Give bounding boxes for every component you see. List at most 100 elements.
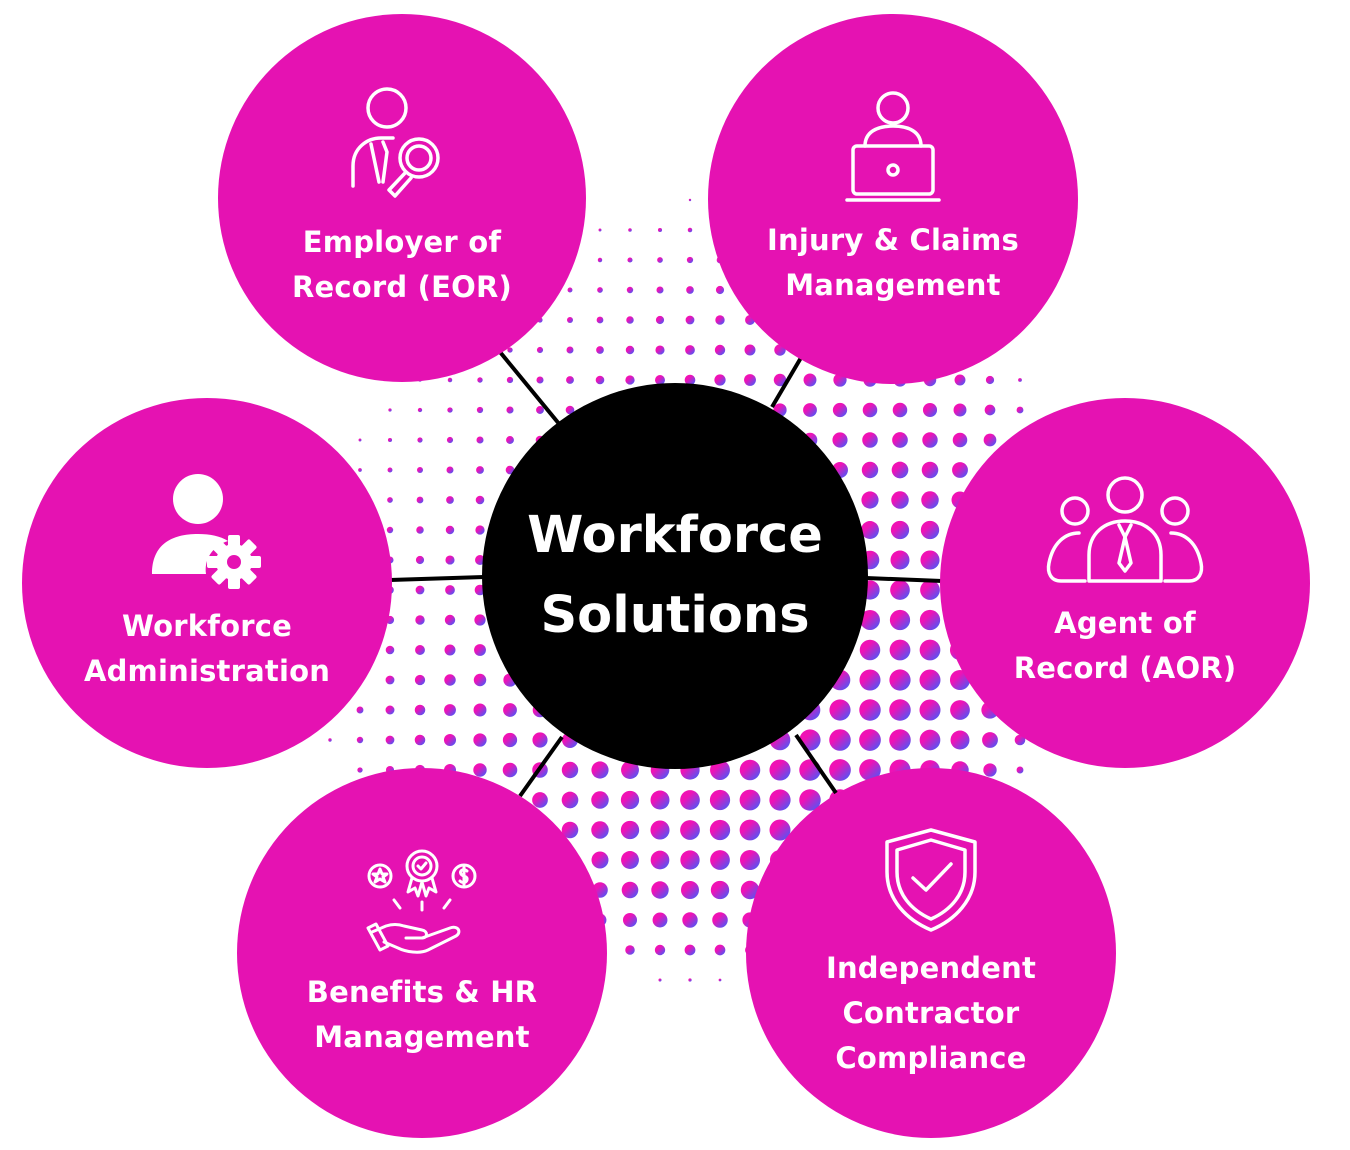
- halftone-dot: [861, 521, 879, 539]
- halftone-dot: [414, 704, 426, 716]
- halftone-dot: [744, 374, 756, 386]
- node-label: Independent Contractor Compliance: [825, 950, 1037, 1075]
- halftone-dot: [920, 520, 940, 540]
- halftone-dot: [739, 819, 761, 841]
- node-injury-claims-management: Injury & Claims Management: [708, 14, 1078, 384]
- shield-check-icon: [885, 827, 977, 932]
- node-label: Benefits & HR Management: [306, 975, 538, 1054]
- halftone-dot: [983, 763, 997, 777]
- halftone-dot: [566, 376, 574, 384]
- connector-eor: [498, 350, 562, 427]
- halftone-dot: [566, 346, 574, 354]
- halftone-dot: [475, 495, 485, 505]
- halftone-dot: [591, 791, 609, 809]
- halftone-dot: [890, 550, 910, 570]
- halftone-dot: [476, 436, 484, 444]
- halftone-dot: [680, 820, 700, 840]
- node-independent-contractor-compliance: Independent Contractor Compliance: [746, 768, 1116, 1138]
- halftone-dot: [739, 789, 761, 811]
- halftone-dot: [358, 468, 362, 472]
- connector-benefits: [518, 735, 564, 798]
- halftone-dot: [596, 316, 604, 324]
- node-label: Workforce Administration: [83, 609, 331, 688]
- halftone-dot: [739, 759, 761, 781]
- halftone-dot: [561, 761, 579, 779]
- halftone-dot: [474, 614, 486, 626]
- halftone-dot: [625, 345, 635, 355]
- halftone-dot: [621, 881, 639, 899]
- halftone-dot: [626, 286, 634, 294]
- halftone-dot: [507, 347, 513, 353]
- node-agent-of-record: Agent of Record (AOR): [940, 398, 1310, 768]
- halftone-dot: [652, 912, 668, 928]
- halftone-dot: [502, 762, 518, 778]
- halftone-dot: [1016, 406, 1024, 414]
- halftone-dot: [919, 639, 941, 661]
- halftone-dot: [655, 315, 665, 325]
- halftone-dot: [829, 759, 851, 781]
- halftone-dot: [473, 703, 487, 717]
- halftone-dot: [414, 674, 426, 686]
- halftone-dot: [597, 257, 603, 263]
- halftone-dot: [681, 881, 699, 899]
- halftone-dot: [625, 375, 635, 385]
- halftone-dot: [954, 374, 966, 386]
- halftone-dot: [474, 644, 486, 656]
- halftone-dot: [655, 345, 665, 355]
- halftone-dot: [506, 436, 514, 444]
- halftone-dot: [982, 732, 998, 748]
- halftone-dot: [891, 461, 909, 479]
- halftone-dot: [626, 316, 634, 324]
- halftone-dot: [591, 761, 609, 779]
- halftone-dot: [561, 791, 579, 809]
- halftone-dot: [654, 944, 666, 956]
- halftone-dot: [328, 738, 332, 742]
- halftone-dot: [687, 227, 693, 233]
- person-laptop-icon: [845, 91, 941, 202]
- halftone-dot: [625, 945, 635, 955]
- halftone-dot: [591, 851, 609, 869]
- connector-ic: [794, 733, 838, 795]
- halftone-dot: [532, 732, 548, 748]
- halftone-dot: [710, 760, 730, 780]
- halftone-dot: [506, 376, 514, 384]
- halftone-dot: [655, 375, 665, 385]
- node-label: Agent of Record (AOR): [1013, 606, 1237, 685]
- halftone-dot: [920, 550, 940, 570]
- halftone-dot: [829, 699, 851, 721]
- halftone-dot: [829, 729, 851, 751]
- halftone-dot: [597, 287, 603, 293]
- halftone-dot: [889, 699, 911, 721]
- halftone-dot: [688, 978, 692, 982]
- halftone-dot: [862, 432, 878, 448]
- halftone-dot: [680, 790, 700, 810]
- halftone-dot: [388, 408, 392, 412]
- halftone-dot: [889, 669, 911, 691]
- halftone-dot: [444, 674, 456, 686]
- halftone-dot: [415, 555, 425, 565]
- halftone-dot: [476, 466, 484, 474]
- halftone-dot: [861, 491, 879, 509]
- halftone-dot: [657, 227, 663, 233]
- halftone-dot: [921, 461, 939, 479]
- halftone-dot: [476, 406, 484, 414]
- halftone-dot: [473, 673, 487, 687]
- halftone-dot: [650, 790, 670, 810]
- halftone-dot: [566, 316, 574, 324]
- halftone-dot: [595, 375, 605, 385]
- halftone-dot: [387, 437, 393, 443]
- halftone-dot: [714, 344, 726, 356]
- halftone-dot: [657, 257, 663, 263]
- halftone-dot: [952, 462, 968, 478]
- halftone-dot: [387, 497, 393, 503]
- halftone-dot: [414, 734, 426, 746]
- halftone-dot: [953, 403, 967, 417]
- halftone-dot: [712, 912, 728, 928]
- halftone-dot: [385, 675, 395, 685]
- halftone-dot: [628, 228, 632, 232]
- halftone-dot: [416, 466, 424, 474]
- halftone-dot: [444, 704, 456, 716]
- halftone-dot: [536, 346, 544, 354]
- halftone-dot: [415, 585, 425, 595]
